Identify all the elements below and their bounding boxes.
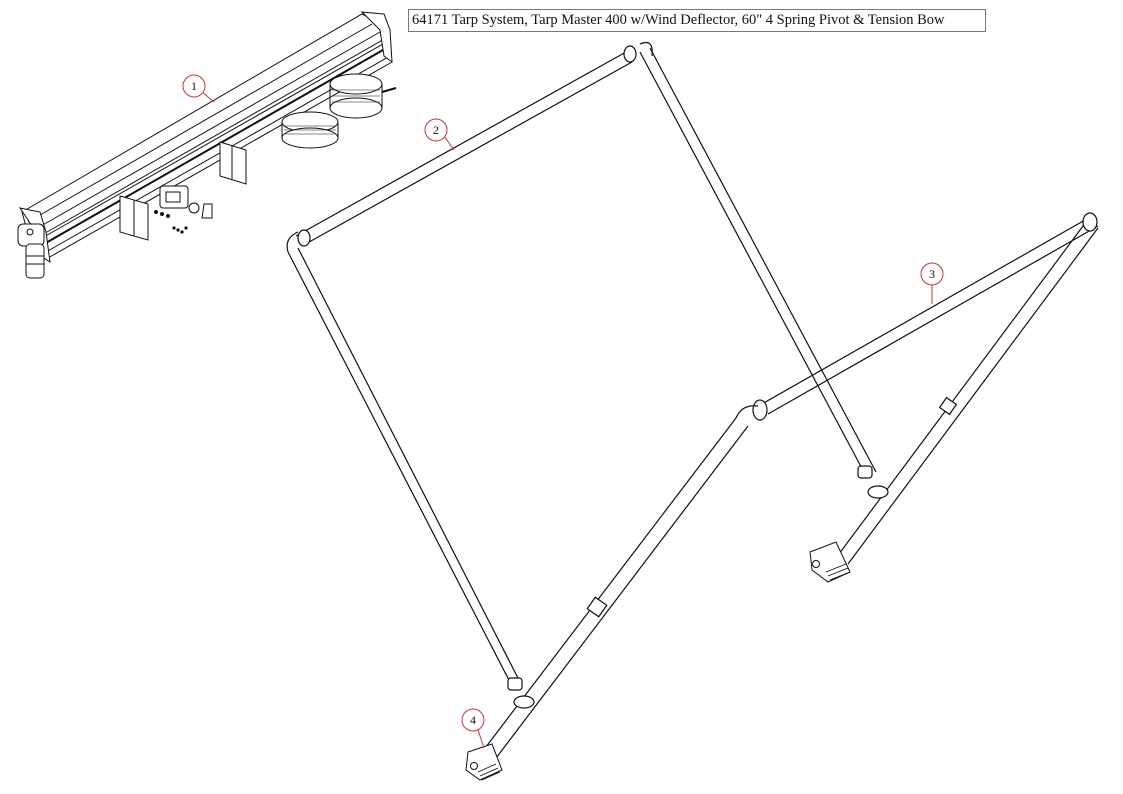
callout-4: 4 <box>461 708 485 749</box>
part-spring-pivot <box>465 541 851 781</box>
part-tension-bow <box>475 212 1099 767</box>
diagram-title: 64171 Tarp System, Tarp Master 400 w/Win… <box>408 9 986 32</box>
callout-4-label: 4 <box>470 713 476 727</box>
callout-3-label: 3 <box>929 267 935 281</box>
part-tarp-roller-assembly <box>17 11 397 279</box>
callout-2: 2 <box>424 118 455 151</box>
part-front-bow <box>286 41 877 691</box>
callout-1: 1 <box>182 74 215 103</box>
callout-2-label: 2 <box>433 123 439 137</box>
callout-3: 3 <box>920 262 944 304</box>
callout-1-label: 1 <box>191 79 197 93</box>
